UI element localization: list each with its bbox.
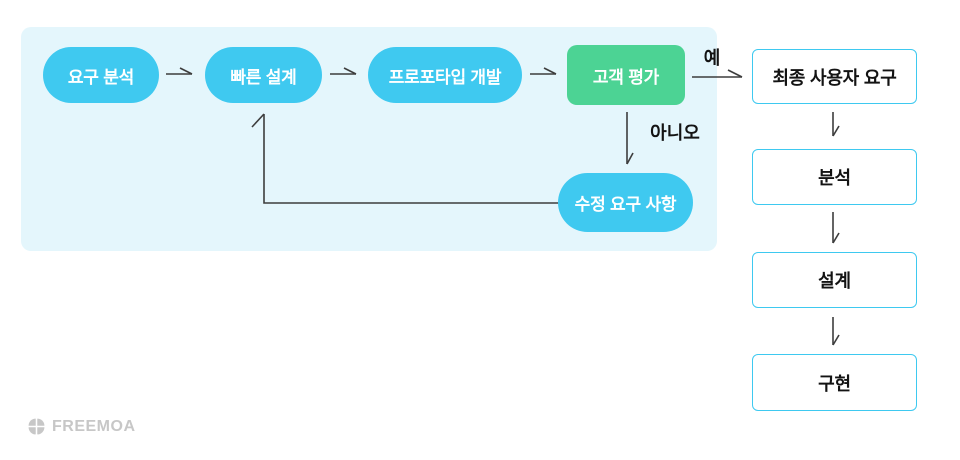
node-final-user-requirements: 최종 사용자 요구 (752, 49, 917, 104)
node-design: 설계 (752, 252, 917, 308)
node-analysis: 분석 (752, 149, 917, 205)
arrow-design-to-implementation (832, 317, 840, 346)
freemoa-brand-text: FREEMOA (52, 417, 136, 435)
node-requirement-analysis: 요구 분석 (43, 47, 159, 103)
node-implementation: 구현 (752, 354, 917, 411)
freemoa-clover-icon (28, 418, 45, 435)
freemoa-logo: FREEMOA (27, 417, 136, 436)
node-modification-requests: 수정 요구 사항 (558, 173, 693, 232)
node-rapid-design: 빠른 설계 (205, 47, 322, 103)
node-customer-evaluation: 고객 평가 (567, 45, 685, 105)
label-yes: 예 (703, 48, 721, 68)
arrow-analysis-to-design (832, 212, 840, 244)
arrow-final-to-analysis (832, 112, 840, 137)
node-prototype-development: 프로포타입 개발 (368, 47, 522, 103)
label-no: 아니오 (650, 123, 700, 143)
